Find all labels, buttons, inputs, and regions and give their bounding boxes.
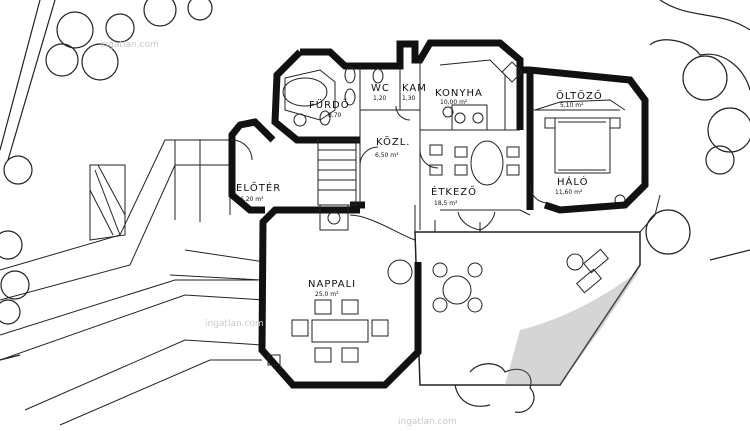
room-wc-area: 1,20 <box>373 95 387 102</box>
watermark-middle: ingatlan.com <box>205 319 264 329</box>
room-kozl-name: KÖZL. <box>376 135 410 148</box>
room-kam-name: KAM <box>402 83 427 94</box>
stairs <box>317 139 416 241</box>
watermark-top: ingatlan.com <box>100 40 159 50</box>
walkway <box>0 139 266 426</box>
bathroom-fixtures <box>282 66 384 127</box>
room-konyha-name: KONYHA <box>435 88 483 99</box>
room-nappali-area: 25,0 m² <box>315 291 339 298</box>
room-oltozo-area: 5,10 m² <box>560 102 584 109</box>
room-etkezo-name: ÉTKEZŐ <box>431 184 477 198</box>
room-kozl-area: 6,50 m² <box>375 152 399 159</box>
dining-fixtures <box>429 140 520 231</box>
room-halo-name: HÁLÓ <box>557 175 588 188</box>
room-wc-name: WC <box>371 83 390 94</box>
kitchen-fixtures <box>439 59 523 131</box>
landscape <box>0 0 750 413</box>
exterior-walls <box>228 39 649 389</box>
doors <box>231 105 549 204</box>
room-nappali-name: NAPPALI <box>308 279 356 290</box>
living-room-furniture <box>267 259 413 366</box>
watermarks: ingatlan.com ingatlan.com ingatlan.com <box>100 40 457 427</box>
room-oltozo-name: ÖLTÖZŐ <box>556 88 603 102</box>
watermark-bottom: ingatlan.com <box>398 417 457 427</box>
room-eloter-area: 6,20 m² <box>240 196 264 203</box>
room-furdo-area: 8,70 <box>328 112 342 119</box>
bedroom-fixtures <box>534 99 626 174</box>
terrace <box>414 194 661 386</box>
room-konyha-area: 10,00 m² <box>440 99 468 106</box>
room-halo-area: 11,60 m² <box>555 189 583 196</box>
room-eloter-name: ELŐTÉR <box>236 180 281 194</box>
room-etkezo-area: 18,5 m² <box>434 200 458 207</box>
room-kam-area: 1,30 <box>402 95 416 102</box>
room-labels: FÜRDŐ 8,70 WC 1,20 KAM 1,30 KONYHA 10,00… <box>236 83 603 298</box>
room-furdo-name: FÜRDŐ <box>309 97 350 111</box>
